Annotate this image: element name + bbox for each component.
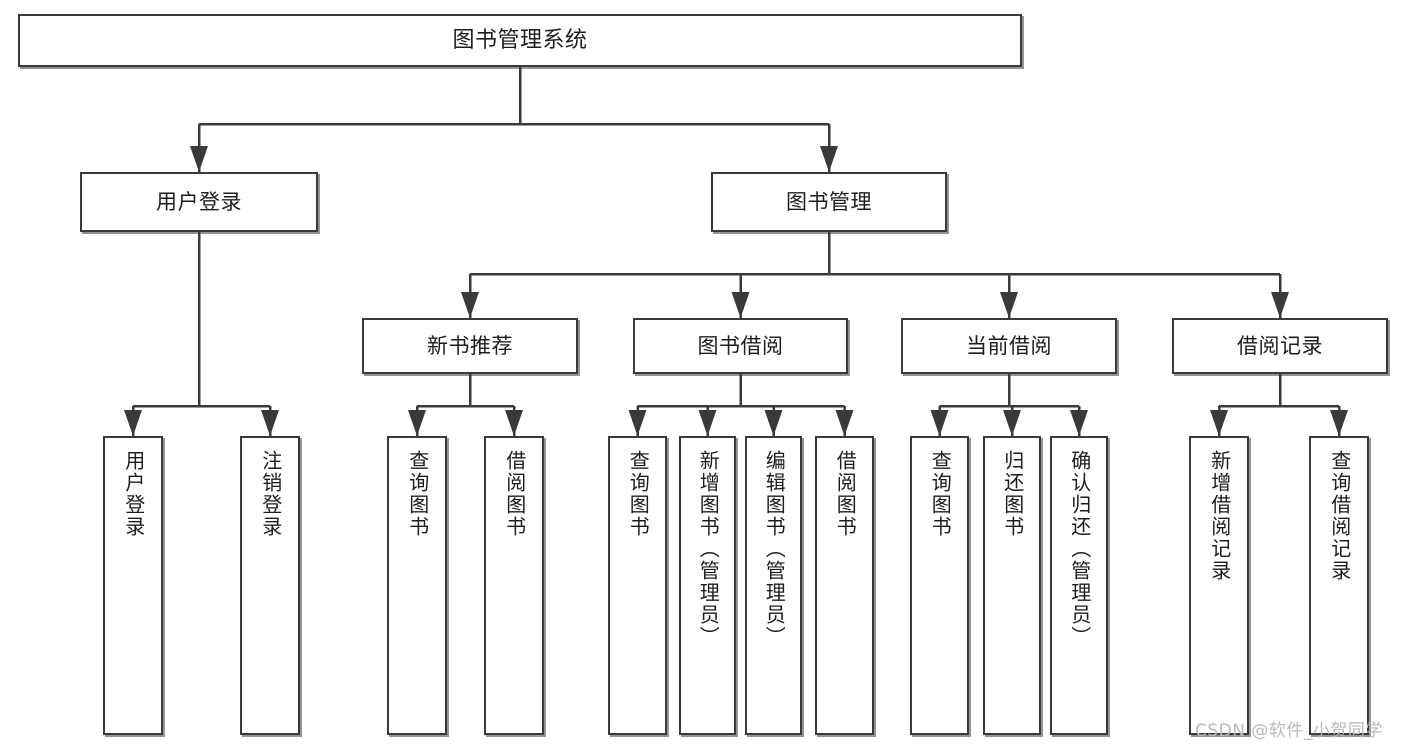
node-label: 新书推荐	[427, 333, 513, 358]
node-label: 用户登录	[121, 450, 146, 538]
leaf-borrow-edit-book-admin[interactable]: 编辑图书（管理员）	[745, 436, 802, 735]
node-new-book-recommend[interactable]: 新书推荐	[362, 318, 578, 374]
node-label: 查询借阅记录	[1327, 450, 1352, 582]
leaf-borrow-add-book-admin[interactable]: 新增图书（管理员）	[679, 436, 736, 735]
leaf-newbook-query-book[interactable]: 查询图书	[387, 436, 447, 735]
leaf-records-query-record[interactable]: 查询借阅记录	[1309, 436, 1369, 735]
leaf-borrow-query-book[interactable]: 查询图书	[608, 436, 667, 735]
node-label: 归还图书	[1000, 450, 1025, 538]
csdn-watermark: CSDN @软件_小贺同学	[1195, 721, 1383, 741]
node-label: 查询图书	[626, 450, 651, 538]
leaf-newbook-borrow-book[interactable]: 借阅图书	[484, 436, 544, 735]
node-label: 查询图书	[405, 450, 430, 538]
node-book-borrow[interactable]: 图书借阅	[633, 318, 848, 374]
node-label: 用户登录	[156, 189, 242, 214]
leaf-records-add-record[interactable]: 新增借阅记录	[1189, 436, 1249, 735]
leaf-current-query-book[interactable]: 查询图书	[910, 436, 969, 735]
node-current-borrow[interactable]: 当前借阅	[901, 318, 1117, 374]
node-label: 借阅图书	[833, 450, 858, 538]
leaf-user-login[interactable]: 用户登录	[103, 436, 163, 735]
node-label: 借阅记录	[1237, 333, 1323, 358]
node-user-login[interactable]: 用户登录	[80, 172, 318, 232]
leaf-user-logout[interactable]: 注销登录	[240, 436, 300, 735]
leaf-current-return-book[interactable]: 归还图书	[983, 436, 1041, 735]
leaf-borrow-borrow-book[interactable]: 借阅图书	[815, 436, 874, 735]
node-label: 确认归还（管理员）	[1067, 450, 1092, 648]
node-label: 新增图书（管理员）	[696, 450, 721, 648]
leaf-current-confirm-return-admin[interactable]: 确认归还（管理员）	[1050, 436, 1108, 735]
node-label: 查询图书	[928, 450, 953, 538]
node-label: 注销登录	[258, 450, 283, 538]
node-root[interactable]: 图书管理系统	[18, 14, 1022, 67]
node-label: 新增借阅记录	[1207, 450, 1232, 582]
node-label: 图书管理	[786, 189, 872, 214]
node-label: 当前借阅	[966, 333, 1052, 358]
node-book-management[interactable]: 图书管理	[711, 172, 947, 232]
node-label: 图书借阅	[697, 333, 784, 358]
node-label: 借阅图书	[502, 450, 527, 538]
node-borrow-records[interactable]: 借阅记录	[1172, 318, 1388, 374]
node-label: 图书管理系统	[452, 27, 588, 53]
node-label: 编辑图书（管理员）	[762, 450, 787, 648]
